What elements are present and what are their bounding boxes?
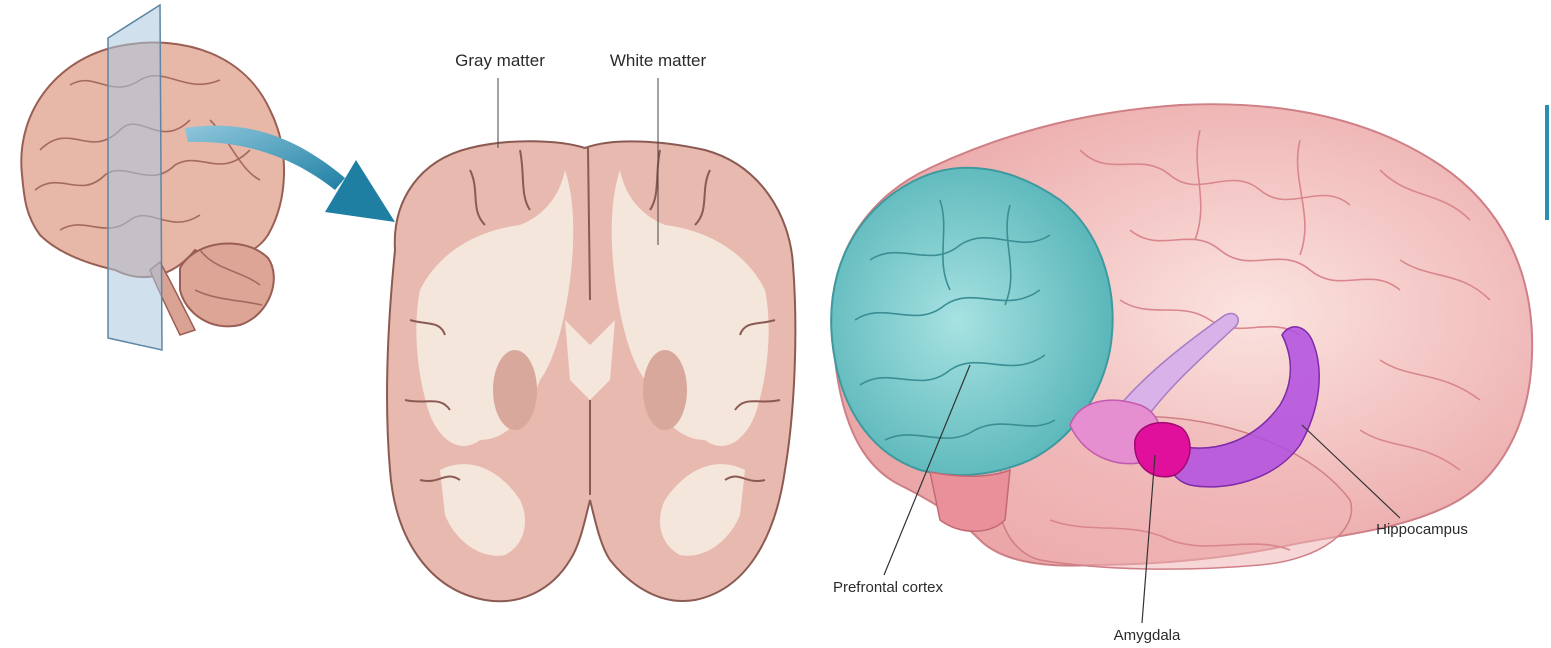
gray-matter-label: Gray matter bbox=[455, 51, 545, 70]
coronal-section-plane bbox=[108, 5, 162, 350]
hippocampus-label: Hippocampus bbox=[1376, 521, 1468, 538]
coronal-section: Gray matter White matter bbox=[387, 51, 795, 601]
edge-marker bbox=[1545, 105, 1549, 220]
amygdala-label: Amygdala bbox=[1114, 627, 1181, 644]
lateral-brain-regions: Prefrontal cortex Amygdala Hippocampus bbox=[831, 104, 1532, 644]
amygdala-region bbox=[1135, 423, 1190, 477]
prefrontal-cortex-region bbox=[831, 168, 1112, 475]
orbital-lobe-bottom bbox=[930, 470, 1010, 531]
lateral-brain-thumbnail bbox=[21, 5, 284, 350]
white-matter-label: White matter bbox=[610, 51, 707, 70]
prefrontal-cortex-label: Prefrontal cortex bbox=[833, 579, 944, 596]
